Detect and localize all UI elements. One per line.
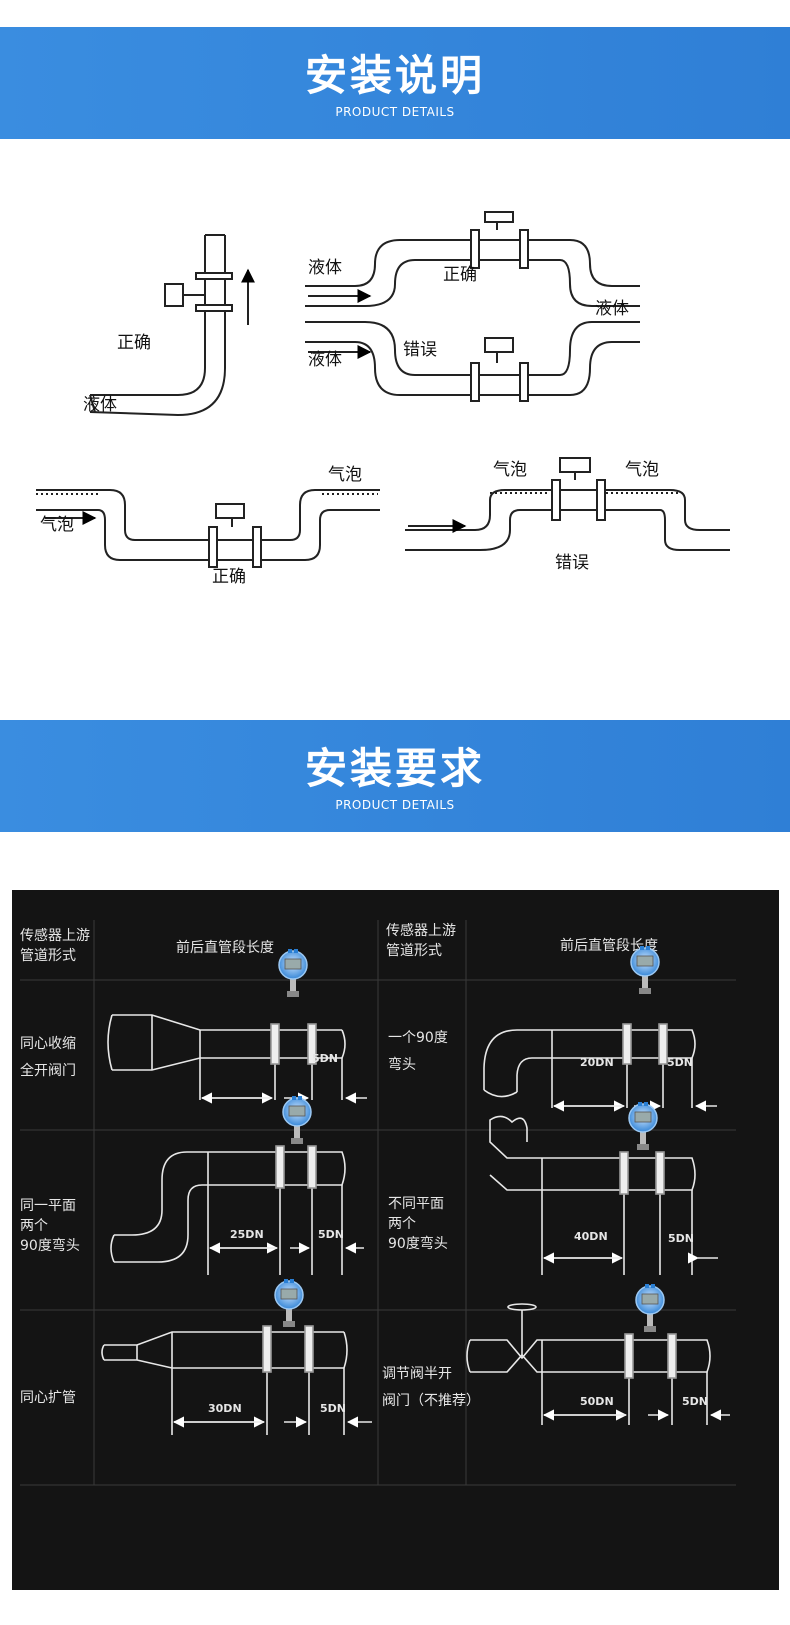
dim-label-upstream: 40DN (574, 1230, 608, 1243)
drawing-concentric-reducer (107, 1014, 367, 1104)
header-pipe-type: 传感器上游管道形式 (386, 922, 456, 959)
flowmeter-icon (635, 1283, 665, 1333)
section-subtitle: PRODUCT DETAILS (335, 798, 455, 812)
flowmeter-icon (630, 945, 660, 995)
installation-diagram: 正确 液体 液体 正确 液体 液体 错误 气泡 气泡 正确 气泡 气泡 错误 (36, 211, 730, 587)
label-liquid: 液体 (83, 395, 117, 415)
pipe-requirements-table: 传感器上游管道形式 前后直管段长度 传感器上游管道形式 前后直管段长度 同心收缩… (12, 890, 779, 1590)
flowmeter-icon (274, 1278, 304, 1328)
dim-label-upstream: 50DN (580, 1395, 614, 1408)
table-grid (20, 920, 736, 1486)
row-type-single-elbow: 一个90度弯头 (388, 1030, 448, 1073)
label-correct: 正确 (443, 265, 477, 285)
label-correct: 正确 (117, 333, 151, 353)
section-banner-install-requirements: 安装要求 PRODUCT DETAILS (0, 720, 790, 832)
drawing-two-elbows-diff-plane (489, 1115, 718, 1275)
dim-label-upstream: 20DN (580, 1056, 614, 1069)
flowmeter-icon (628, 1101, 658, 1151)
bubble-correct-diagram (36, 489, 380, 568)
dim-label-downstream: 5DN (312, 1052, 338, 1065)
row-type-control-valve: 调节阀半开阀门（不推荐） (382, 1366, 480, 1409)
section-banner-install-notes: 安装说明 PRODUCT DETAILS (0, 27, 790, 139)
bubble-wrong-diagram (405, 457, 730, 551)
row-type-concentric-reducer: 同心收缩全开阀门 (20, 1036, 76, 1079)
dim-label-downstream: 5DN (667, 1056, 693, 1069)
section-title: 安装要求 (304, 744, 485, 793)
drawing-concentric-expander (101, 1325, 372, 1435)
section-title: 安装说明 (304, 51, 485, 100)
flowmeter-icon (282, 1095, 312, 1145)
requirements-table-svg: 传感器上游管道形式 前后直管段长度 传感器上游管道形式 前后直管段长度 同心收缩… (20, 920, 736, 1486)
header-straight-length: 前后直管段长度 (176, 939, 274, 956)
label-liquid: 液体 (308, 350, 342, 370)
dim-label-downstream: 5DN (682, 1395, 708, 1408)
dim-label-upstream: 25DN (230, 1228, 264, 1241)
label-bubble: 气泡 (328, 465, 362, 485)
flowmeter-icon (278, 948, 308, 998)
dim-label-downstream: 5DN (320, 1402, 346, 1415)
label-bubble: 气泡 (625, 460, 659, 480)
label-wrong: 错误 (555, 553, 589, 573)
section-subtitle: PRODUCT DETAILS (335, 105, 455, 119)
label-bubble: 气泡 (493, 460, 527, 480)
label-liquid: 液体 (595, 299, 629, 319)
label-wrong: 错误 (403, 340, 437, 360)
drawing-two-elbows-same-plane (110, 1145, 364, 1275)
header-straight-length: 前后直管段长度 (560, 937, 658, 954)
dim-label-upstream: 30DN (208, 1402, 242, 1415)
vertical-pipe-diagram (89, 234, 255, 417)
label-correct: 正确 (212, 567, 246, 587)
dim-label-downstream: 5DN (318, 1228, 344, 1241)
dim-label-downstream: 5DN (668, 1232, 694, 1245)
label-liquid: 液体 (308, 258, 342, 278)
parallel-pipes-diagram (305, 211, 640, 402)
header-pipe-type: 传感器上游管道形式 (20, 927, 90, 964)
row-type-concentric-expander: 同心扩管 (20, 1390, 76, 1406)
label-bubble: 气泡 (40, 515, 74, 535)
drawing-control-valve (466, 1303, 730, 1425)
